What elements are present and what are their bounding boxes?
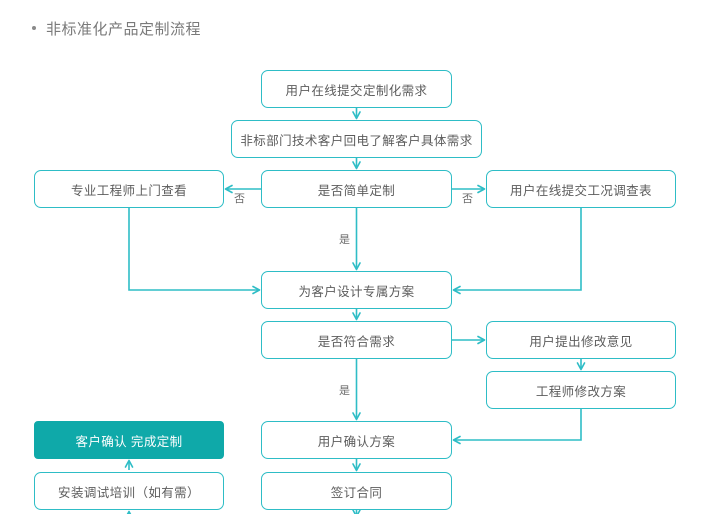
- node-label: 安装调试培训（如有需）: [58, 485, 200, 500]
- node-customer-confirm-done[interactable]: 客户确认 完成定制: [34, 421, 224, 459]
- node-engineer-revise[interactable]: 工程师修改方案: [486, 371, 676, 409]
- node-meets-requirement[interactable]: 是否符合需求: [261, 321, 452, 359]
- edge-n4-n6: [128, 208, 261, 295]
- node-label: 专业工程师上门查看: [70, 183, 188, 198]
- node-label: 是否简单定制: [317, 183, 396, 198]
- node-label: 是否符合需求: [317, 334, 396, 349]
- node-label: 非标部门技术客户回电了解客户具体需求: [240, 133, 473, 148]
- edge-label-no-right: 否: [462, 190, 473, 206]
- node-label: 为客户设计专属方案: [298, 284, 415, 299]
- node-label: 用户在线提交定制化需求: [285, 83, 428, 98]
- edge-label-text: 否: [462, 193, 473, 205]
- node-design-solution[interactable]: 为客户设计专属方案: [261, 271, 452, 309]
- node-label: 用户提出修改意见: [529, 334, 633, 349]
- node-label: 客户确认 完成定制: [75, 434, 183, 449]
- node-submit-condition-form[interactable]: 用户在线提交工况调查表: [486, 170, 676, 208]
- edge-label-text: 否: [234, 193, 245, 205]
- edge-label-yes-upper: 是: [339, 231, 350, 247]
- node-engineer-onsite[interactable]: 专业工程师上门查看: [34, 170, 224, 208]
- edge-label-text: 是: [339, 385, 350, 397]
- node-is-simple-custom[interactable]: 是否简单定制: [261, 170, 452, 208]
- edge-label-text: 是: [339, 234, 350, 246]
- page-title-text: 非标准化产品定制流程: [46, 21, 202, 38]
- bullet-icon: [32, 25, 36, 30]
- edge-label-no-left: 否: [234, 190, 245, 206]
- page-title: 非标准化产品定制流程: [32, 18, 201, 39]
- node-install-debug-training[interactable]: 安装调试培训（如有需）: [34, 472, 224, 510]
- edge-label-yes-lower: 是: [339, 382, 350, 398]
- node-user-revision-feedback[interactable]: 用户提出修改意见: [486, 321, 676, 359]
- node-user-confirm-solution[interactable]: 用户确认方案: [261, 421, 452, 459]
- node-dept-callback[interactable]: 非标部门技术客户回电了解客户具体需求: [231, 120, 482, 158]
- node-label: 用户在线提交工况调查表: [510, 183, 652, 198]
- edge-n9-n11: [452, 409, 582, 445]
- node-label: 签订合同: [330, 485, 383, 500]
- node-user-submit-request[interactable]: 用户在线提交定制化需求: [261, 70, 452, 108]
- node-sign-contract[interactable]: 签订合同: [261, 472, 452, 510]
- edge-n5-n6: [452, 208, 582, 295]
- node-label: 用户确认方案: [317, 434, 396, 449]
- node-label: 工程师修改方案: [535, 384, 627, 399]
